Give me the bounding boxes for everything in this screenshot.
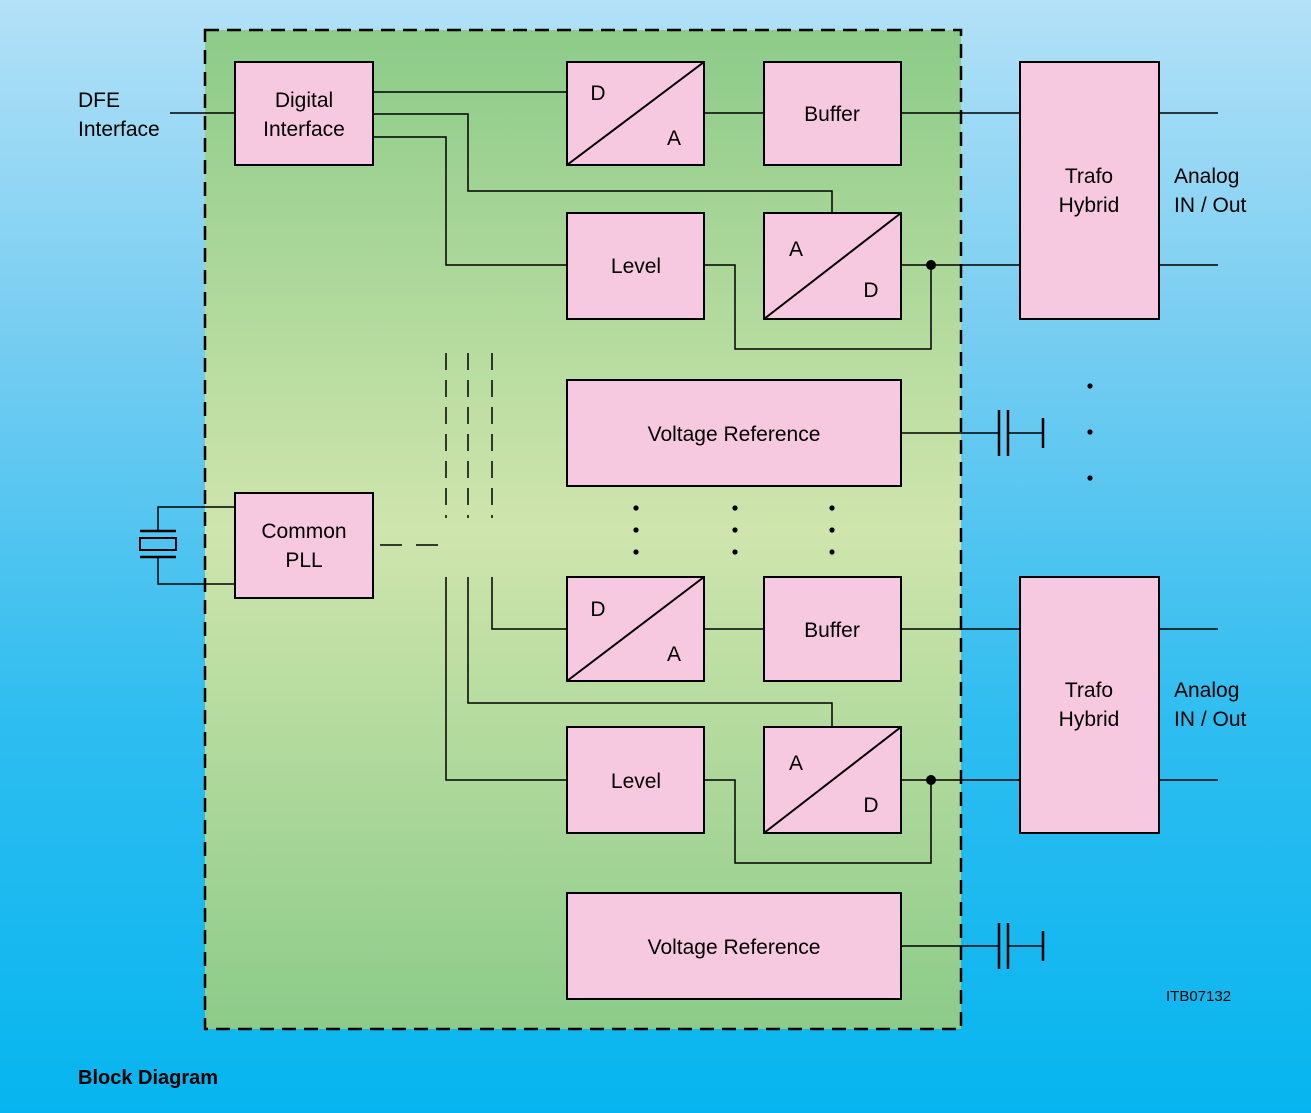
voltage-reference-block: Voltage Reference [566, 892, 902, 1000]
figure-id: ITB07132 [1166, 988, 1231, 1005]
common-pll-label-1: Common [261, 520, 346, 543]
trafo-label-1: Trafo [1065, 679, 1113, 702]
voltage-reference-block: Voltage Reference [566, 379, 902, 487]
digital-interface-label-2: Interface [263, 118, 345, 141]
adc-label-bottom: D [863, 279, 878, 302]
buffer-label: Buffer [804, 619, 860, 642]
junction-dot [926, 260, 936, 270]
digital-interface-label-1: Digital [275, 89, 333, 112]
buffer-block: Buffer [763, 576, 902, 682]
dac-block: D A [566, 576, 705, 682]
trafo-label-1: Trafo [1065, 165, 1113, 188]
buffer-label: Buffer [804, 103, 860, 126]
trafo-label-2: Hybrid [1059, 708, 1120, 731]
adc-label-bottom: D [863, 794, 878, 817]
figure-caption: Block Diagram [78, 1067, 218, 1089]
level-block: Level [566, 212, 705, 320]
adc-block: A D [763, 726, 902, 834]
adc-label-top: A [789, 238, 803, 261]
analog-io-label-1: Analog [1174, 165, 1239, 188]
buffer-block: Buffer [763, 61, 902, 166]
common-pll-block: Common PLL [234, 492, 374, 599]
adc-label-top: A [789, 752, 803, 775]
analog-io-label-2: IN / Out [1174, 194, 1247, 217]
dac-label-bottom: A [667, 127, 681, 150]
analog-io-label-2: IN / Out [1174, 708, 1247, 731]
dfe-label-1: DFE [78, 89, 120, 112]
trafo-label-2: Hybrid [1059, 194, 1120, 217]
level-label: Level [611, 255, 661, 278]
ellipsis-dots [633, 383, 1093, 555]
dac-label-top: D [590, 82, 605, 105]
wires [139, 91, 1218, 969]
digital-interface-block: Digital Interface [234, 61, 374, 166]
junction-dot [926, 775, 936, 785]
common-pll-label-2: PLL [285, 549, 322, 572]
dac-label-bottom: A [667, 643, 681, 666]
dac-block: D A [566, 61, 705, 166]
level-label: Level [611, 770, 661, 793]
adc-block: A D [763, 212, 902, 320]
dac-label-top: D [590, 598, 605, 621]
analog-io-label-1: Analog [1174, 679, 1239, 702]
trafo-hybrid-block: Trafo Hybrid [1019, 576, 1160, 834]
voltage-reference-label: Voltage Reference [648, 423, 821, 446]
level-block: Level [566, 726, 705, 834]
dfe-label-2: Interface [78, 118, 160, 141]
voltage-reference-label: Voltage Reference [648, 936, 821, 959]
trafo-hybrid-block: Trafo Hybrid [1019, 61, 1160, 320]
